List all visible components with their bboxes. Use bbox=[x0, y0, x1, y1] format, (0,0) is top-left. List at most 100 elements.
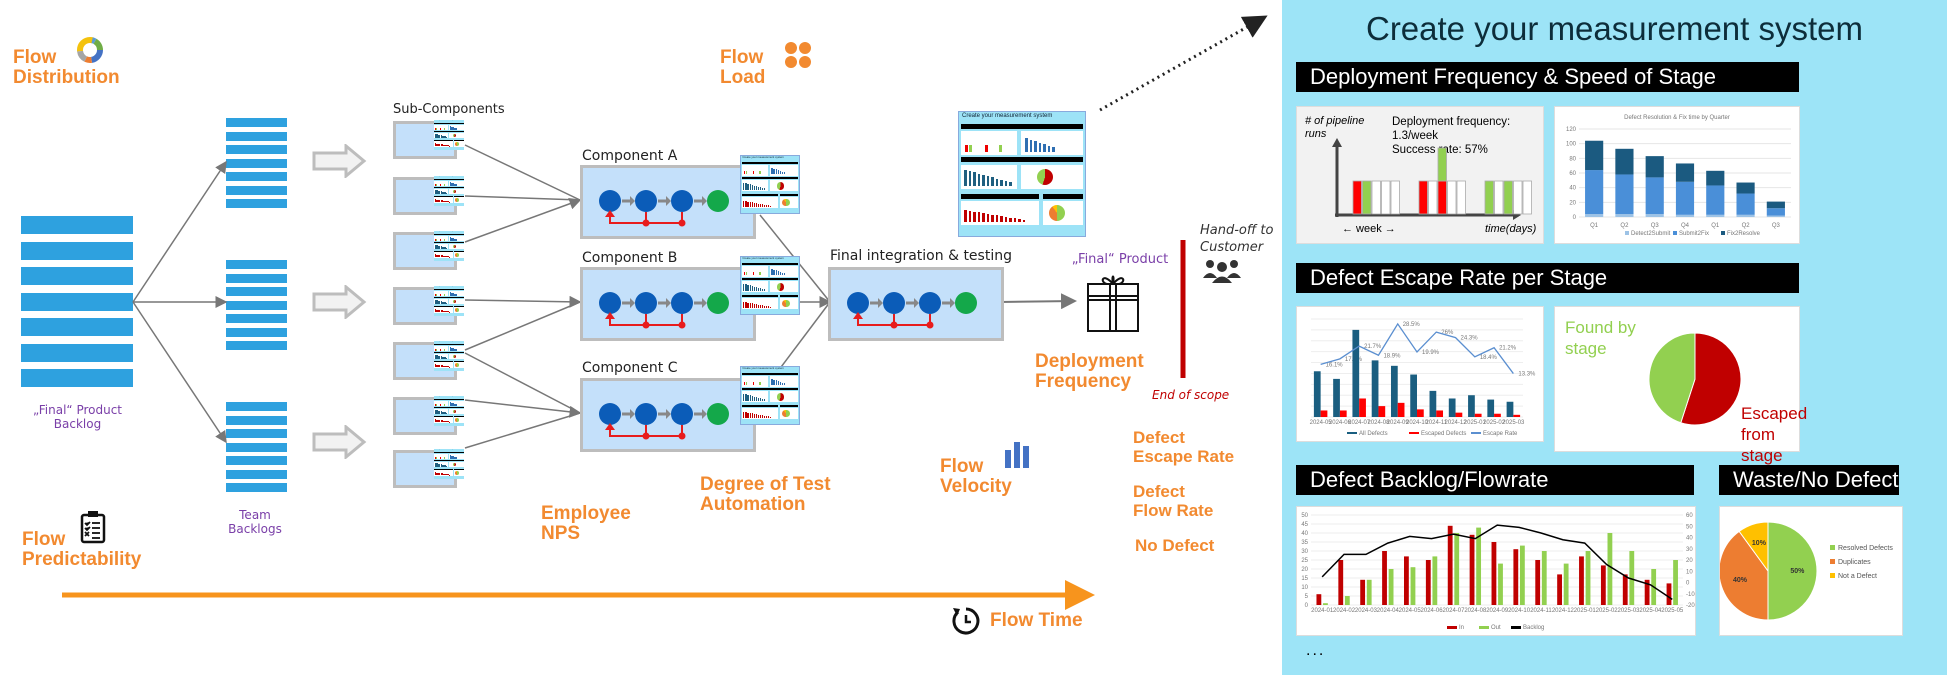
x-tick-label: 2024-05 bbox=[1399, 608, 1422, 614]
mini-bar bbox=[445, 412, 447, 414]
pie-slice-duplicates bbox=[1718, 530, 1769, 621]
mini-bar bbox=[449, 145, 450, 147]
mini-bar bbox=[977, 173, 980, 186]
y-tick-label: 120 bbox=[1566, 127, 1577, 133]
mini-bar bbox=[749, 395, 751, 402]
mini-bar bbox=[450, 237, 452, 241]
mini-bar bbox=[438, 190, 439, 194]
legend-label: Escaped Defects bbox=[1421, 431, 1466, 437]
feedback-dot bbox=[678, 432, 686, 440]
mini-bar bbox=[745, 394, 747, 402]
measurement-system-thumbnail[interactable]: Create your measurement system bbox=[958, 111, 1086, 237]
mini-header bbox=[434, 139, 454, 141]
mini-card bbox=[769, 164, 799, 176]
metric-employee-nps: Employee NPS bbox=[541, 503, 631, 544]
mini-header bbox=[454, 195, 464, 197]
mini-run bbox=[759, 171, 761, 175]
mini-bar bbox=[770, 306, 772, 308]
pipeline-run bbox=[1513, 180, 1523, 215]
backlog-item bbox=[226, 415, 287, 425]
final-product-label: „Final“ Product bbox=[1071, 252, 1169, 267]
mini-header bbox=[434, 250, 454, 252]
bar-escaped-defects bbox=[1474, 413, 1482, 417]
mini-bar bbox=[443, 302, 445, 304]
mini-header bbox=[741, 372, 799, 375]
process-node bbox=[883, 292, 905, 314]
x-tick-label: 2025-02 bbox=[1596, 608, 1619, 614]
escape-rate-line bbox=[1320, 322, 1514, 374]
mini-pie bbox=[455, 363, 460, 367]
mini-bar bbox=[757, 414, 759, 418]
mini-bar bbox=[745, 302, 747, 308]
mini-bar bbox=[446, 145, 448, 147]
mini-card bbox=[448, 353, 464, 360]
mini-run bbox=[999, 145, 1002, 152]
mini-header bbox=[741, 277, 799, 280]
component-c[interactable] bbox=[580, 378, 756, 452]
mini-bar bbox=[783, 172, 785, 175]
mini-bar bbox=[445, 201, 447, 203]
mini-bar bbox=[761, 415, 764, 418]
mini-title: Create your measurement system bbox=[434, 449, 456, 451]
backlog-item bbox=[226, 442, 287, 452]
mini-pie bbox=[455, 142, 460, 146]
mini-bar bbox=[452, 293, 454, 296]
mini-card bbox=[434, 417, 454, 423]
mini-header bbox=[741, 387, 799, 390]
mini-bar bbox=[773, 379, 775, 386]
y-tick-label: 20 bbox=[1569, 200, 1576, 206]
mini-header bbox=[741, 193, 778, 197]
mini-bar bbox=[435, 409, 436, 414]
mini-bar bbox=[441, 255, 443, 258]
mini-bar bbox=[435, 309, 436, 313]
section-waste-header: Waste/No Defect bbox=[1719, 465, 1899, 495]
mini-bar bbox=[448, 474, 449, 476]
stacked-bar-segment bbox=[1766, 201, 1785, 209]
mini-card bbox=[741, 164, 768, 176]
mini-bar bbox=[442, 200, 444, 203]
pipeline-time-label: time(days) bbox=[1485, 223, 1537, 235]
measurement-system-panel: Create your measurement system Deploymen… bbox=[1282, 0, 1947, 675]
mini-bar bbox=[455, 404, 456, 406]
process-node bbox=[671, 190, 693, 212]
mini-header bbox=[434, 241, 464, 243]
more-ellipsis: ... bbox=[1306, 642, 1326, 659]
mini-header bbox=[434, 288, 464, 291]
mini-bar bbox=[749, 413, 751, 418]
mini-bar bbox=[1038, 142, 1041, 152]
fat-arrow-2 bbox=[312, 285, 367, 319]
mini-bar bbox=[452, 183, 454, 186]
mini-bar bbox=[441, 301, 443, 304]
x-tick-label: 2024-12 bbox=[1445, 420, 1468, 426]
stacked-bar-segment bbox=[1585, 170, 1604, 215]
mini-dashboard: Create your measurement system bbox=[434, 176, 464, 206]
mini-header bbox=[434, 195, 454, 197]
mini-bar bbox=[442, 144, 444, 147]
bar-out bbox=[1432, 556, 1438, 605]
mini-header bbox=[961, 157, 1083, 162]
mini-run bbox=[443, 293, 445, 296]
final-integration-box[interactable] bbox=[828, 267, 1004, 341]
mini-bar bbox=[777, 381, 779, 386]
mini-bar bbox=[454, 127, 455, 130]
escape-rate-label: 28.5% bbox=[1403, 322, 1421, 328]
x-tick-label: Q2 bbox=[1742, 223, 1751, 229]
mini-bar bbox=[747, 183, 749, 191]
mini-header bbox=[741, 294, 778, 298]
mini-run bbox=[985, 145, 988, 152]
component-a[interactable] bbox=[580, 165, 756, 239]
mini-bar bbox=[437, 199, 438, 203]
mini-title: Create your measurement system bbox=[434, 120, 456, 122]
escape-rate-label: 18.4% bbox=[1480, 355, 1498, 361]
process-flow bbox=[599, 292, 729, 329]
component-b[interactable] bbox=[580, 267, 756, 341]
final-integration-label: Final integration & testing bbox=[830, 248, 1012, 264]
mini-bar bbox=[759, 304, 761, 308]
backlog-item bbox=[226, 145, 287, 154]
y-tick-label: 15 bbox=[1301, 576, 1308, 582]
pipeline-run bbox=[1390, 180, 1400, 215]
y2-tick-label: -20 bbox=[1686, 603, 1695, 609]
mini-bar bbox=[986, 176, 989, 186]
stacked-bar-segment bbox=[1645, 214, 1664, 217]
